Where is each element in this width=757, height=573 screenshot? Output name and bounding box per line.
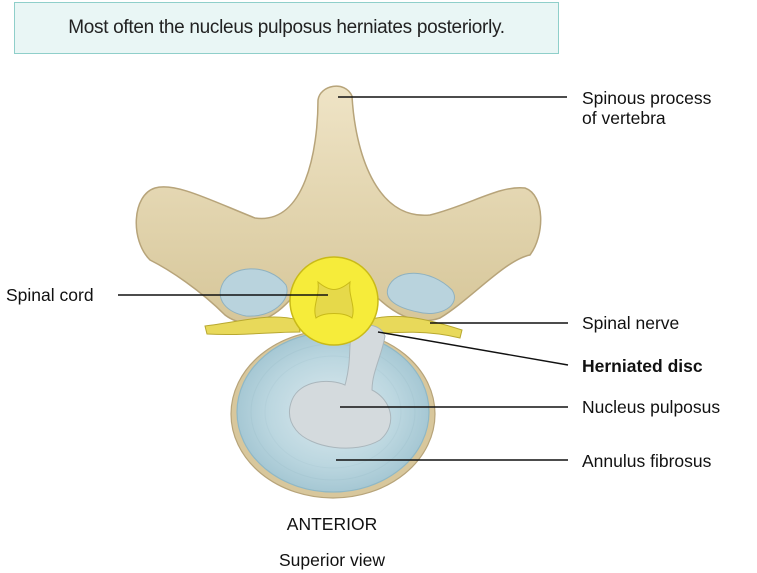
left-spinal-nerve [205,317,300,335]
label-herniated-disc: Herniated disc [582,356,703,376]
label-anterior: ANTERIOR [232,514,432,534]
label-annulus-fibrosus: Annulus fibrosus [582,451,711,471]
label-spinous-process: Spinous process of vertebra [582,88,711,128]
label-nucleus-pulposus: Nucleus pulposus [582,397,720,417]
label-spinous-line1: Spinous process [582,88,711,108]
label-spinous-line2: of vertebra [582,108,711,128]
label-superior-view: Superior view [232,550,432,570]
label-spinal-nerve: Spinal nerve [582,313,679,333]
label-spinal-cord: Spinal cord [6,285,94,305]
